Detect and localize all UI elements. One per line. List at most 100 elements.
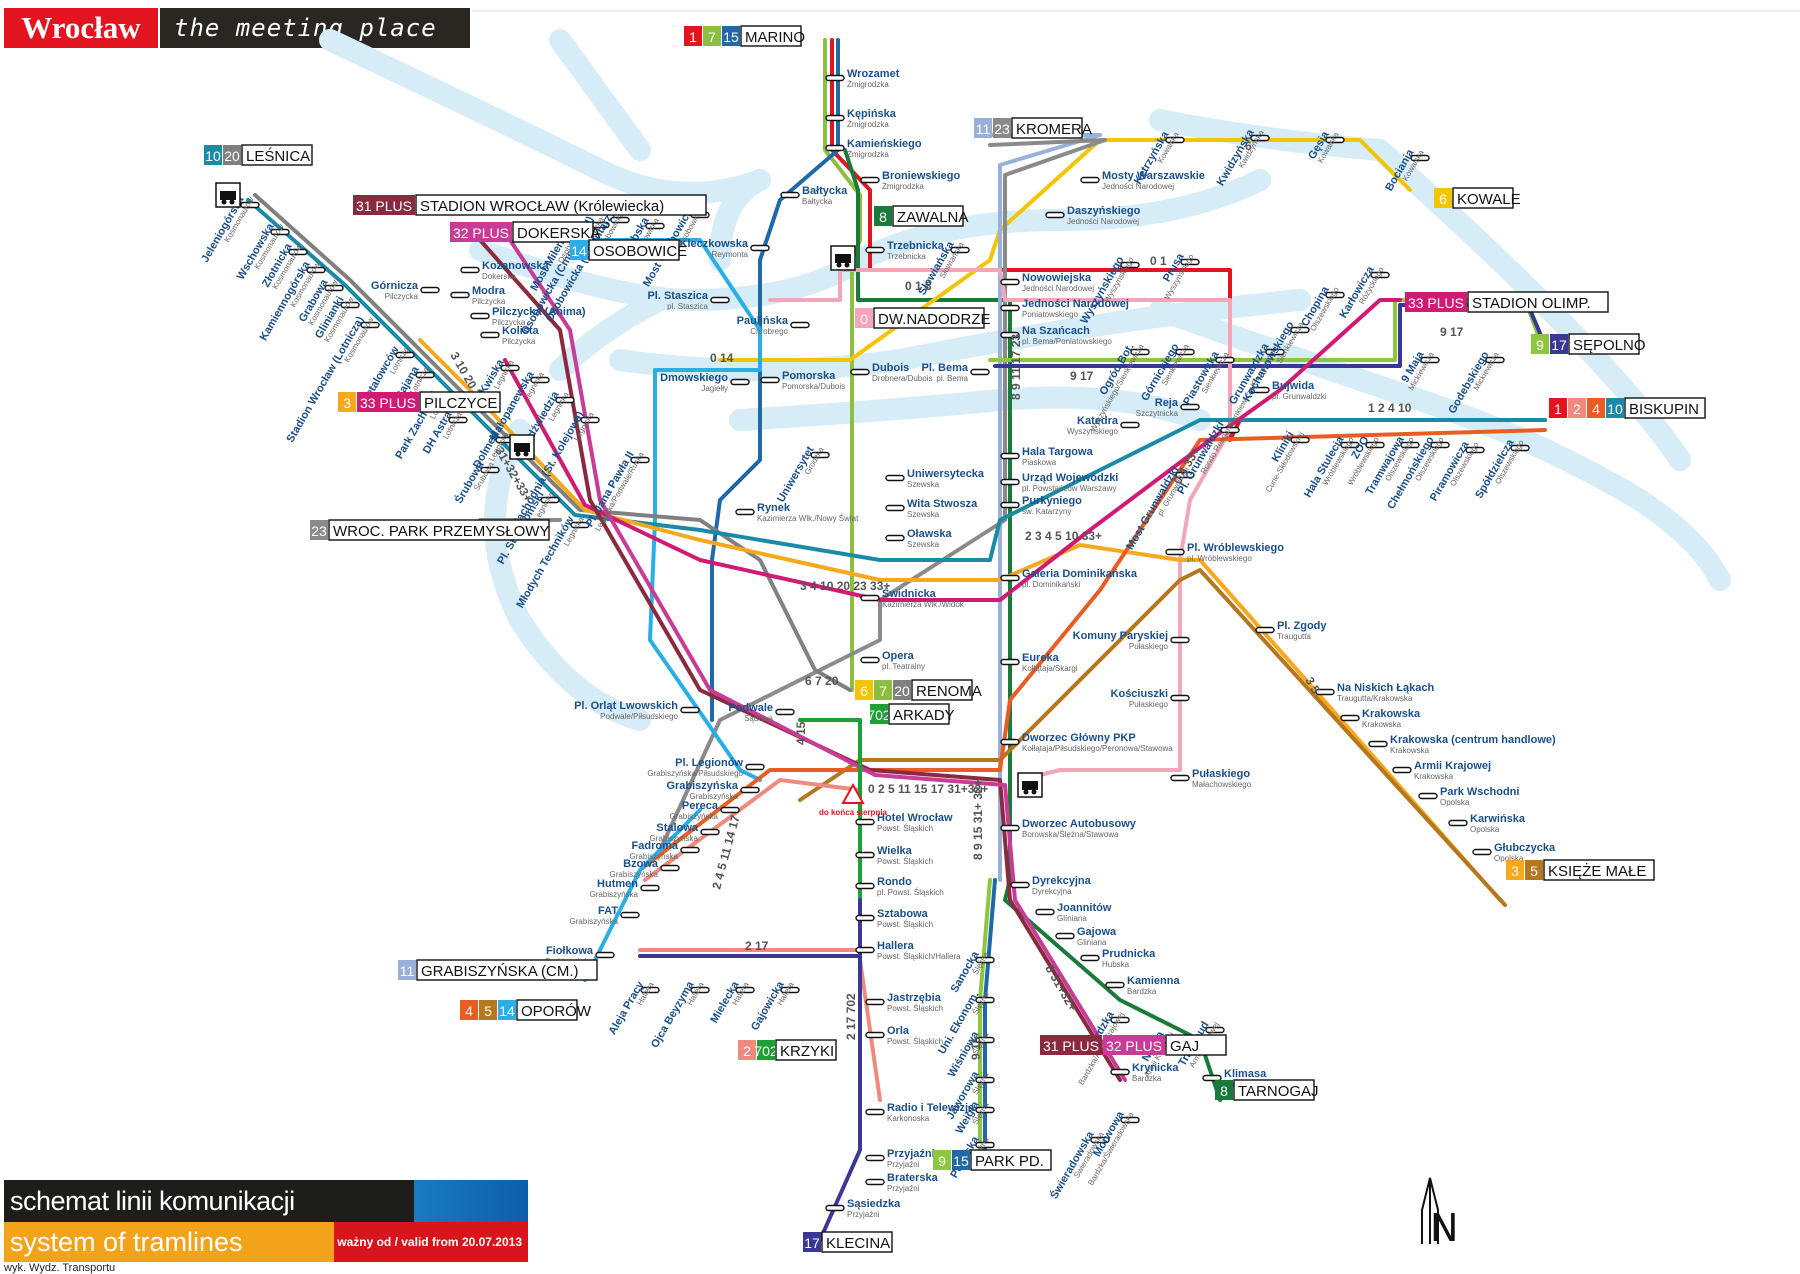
- stop-name[interactable]: Galeria Dominikańska: [1022, 568, 1138, 580]
- stop-name[interactable]: Sztabowa: [877, 908, 929, 920]
- stop-name[interactable]: FAT: [598, 905, 618, 917]
- stop-name[interactable]: Kępińska: [847, 108, 897, 120]
- stop-name[interactable]: Prudnicka: [1102, 948, 1156, 960]
- stop-name[interactable]: Dmowskiego: [660, 372, 728, 384]
- stop-name[interactable]: Paulińska: [737, 315, 789, 327]
- stop-name[interactable]: Wita Stwosza: [907, 498, 978, 510]
- stop-name[interactable]: Rondo: [877, 876, 912, 888]
- stop-name[interactable]: Bujwida: [1272, 380, 1315, 392]
- stop-name[interactable]: Bałtycka: [802, 185, 848, 197]
- stop-name[interactable]: Aleja Pracy: [607, 979, 647, 1037]
- stop-name[interactable]: Klimasa: [1224, 1068, 1267, 1080]
- stop-name[interactable]: Reja: [1155, 397, 1179, 409]
- stop-name[interactable]: Gajowa: [1077, 926, 1117, 938]
- stop-name[interactable]: Pl. Bema: [922, 362, 969, 374]
- stop-name[interactable]: Uniwersytecka: [907, 468, 985, 480]
- stop-name[interactable]: Dubois: [872, 362, 909, 374]
- stop-name[interactable]: Daszyńskiego: [1067, 205, 1141, 217]
- stop-name[interactable]: Pl. Staszica: [647, 290, 708, 302]
- stop-name[interactable]: Górnicza: [371, 280, 419, 292]
- stop-name[interactable]: Hotel Wrocław: [877, 812, 953, 824]
- stop-name[interactable]: Pl. Orląt Lwowskich: [574, 700, 678, 712]
- stop-name[interactable]: Dworzec Autobusowy: [1022, 818, 1137, 830]
- stop-name[interactable]: Krakowska (centrum handlowe): [1390, 734, 1556, 746]
- stop-name[interactable]: Kleczkowska: [680, 238, 749, 250]
- stop-name[interactable]: Głubczycka: [1494, 842, 1556, 854]
- stop-name[interactable]: Kozanowska: [482, 260, 550, 272]
- stop-name[interactable]: Jastrzębia: [887, 992, 942, 1004]
- stop-name[interactable]: Wrozamet: [847, 68, 900, 80]
- stop-name[interactable]: Broniewskiego: [882, 170, 961, 182]
- stop-name[interactable]: Jedności Narodowej: [1022, 298, 1129, 310]
- stop-name[interactable]: Urząd Wojewódzki: [1022, 472, 1118, 484]
- stop-name[interactable]: Krynicka: [1132, 1062, 1179, 1074]
- stop-name[interactable]: Świdnicka: [882, 587, 937, 600]
- stop-name[interactable]: Nowowiejska: [1022, 272, 1092, 284]
- stop-name[interactable]: Trzebnicka: [887, 240, 945, 252]
- stop-name[interactable]: Armii Krajowej: [1414, 760, 1491, 772]
- stop-name[interactable]: Pilczycka (Anima): [492, 306, 586, 318]
- stop-name[interactable]: Hutmen: [597, 878, 638, 890]
- stop-name[interactable]: Na Niskich Łąkach: [1337, 682, 1434, 694]
- stop-name[interactable]: Hala Stulecia: [1302, 434, 1347, 500]
- stop-name[interactable]: Hallera: [877, 940, 915, 952]
- stop-name[interactable]: Grabiszyńska: [666, 780, 738, 792]
- stop-name[interactable]: Krakowska: [1362, 708, 1421, 720]
- stop-name[interactable]: Pułaskiego: [1192, 768, 1250, 780]
- stop-name[interactable]: Na Szańcach: [1022, 325, 1090, 337]
- stop-name[interactable]: Dworzec Główny PKP: [1022, 732, 1136, 744]
- stop-name[interactable]: Podwale: [728, 702, 773, 714]
- stop-name[interactable]: Komuny Paryskiej: [1073, 630, 1168, 642]
- stop-name[interactable]: Pl. Legionów: [675, 757, 743, 769]
- stop-name[interactable]: Bzowa: [623, 858, 659, 870]
- stop-name[interactable]: Orla: [887, 1025, 910, 1037]
- stop-name[interactable]: Kamieńskiego: [847, 138, 922, 150]
- stop-name[interactable]: Mosty Warszawskie: [1102, 170, 1205, 182]
- stop-name[interactable]: Rynek: [757, 502, 791, 514]
- stop-name[interactable]: Pereca: [682, 800, 719, 812]
- stop-name[interactable]: Fadroma: [632, 840, 679, 852]
- stop-name[interactable]: Purkyniego: [1022, 495, 1082, 507]
- stop-name[interactable]: Pl. Wróblewskiego: [1187, 542, 1284, 554]
- stop-name[interactable]: Dyrekcyjna: [1032, 875, 1092, 887]
- stop-name[interactable]: Modra: [472, 285, 506, 297]
- stop-name[interactable]: Stalowa: [656, 822, 698, 834]
- stop-name[interactable]: Sąsiedzka: [847, 1198, 901, 1210]
- stop-name[interactable]: Kolista: [502, 325, 540, 337]
- stop-name[interactable]: Karwińska: [1470, 813, 1526, 825]
- stop-name[interactable]: Wielka: [877, 845, 913, 857]
- stop-name[interactable]: Pomorska: [782, 370, 836, 382]
- stop-name[interactable]: Kamienna: [1127, 975, 1180, 987]
- stop-name[interactable]: Joannitów: [1057, 902, 1112, 914]
- stop-name[interactable]: Opera: [882, 650, 915, 662]
- stop-name[interactable]: Radio i Telewizja: [887, 1102, 975, 1114]
- stop-name[interactable]: Oławska: [907, 528, 953, 540]
- stop-name[interactable]: Kościuszki: [1111, 688, 1168, 700]
- stop-name[interactable]: Fiołkowa: [546, 945, 594, 957]
- stop-name[interactable]: Eureka: [1022, 652, 1060, 664]
- stop-name[interactable]: Katedra: [1077, 415, 1119, 427]
- stop-name[interactable]: Przyjaźni: [887, 1148, 935, 1160]
